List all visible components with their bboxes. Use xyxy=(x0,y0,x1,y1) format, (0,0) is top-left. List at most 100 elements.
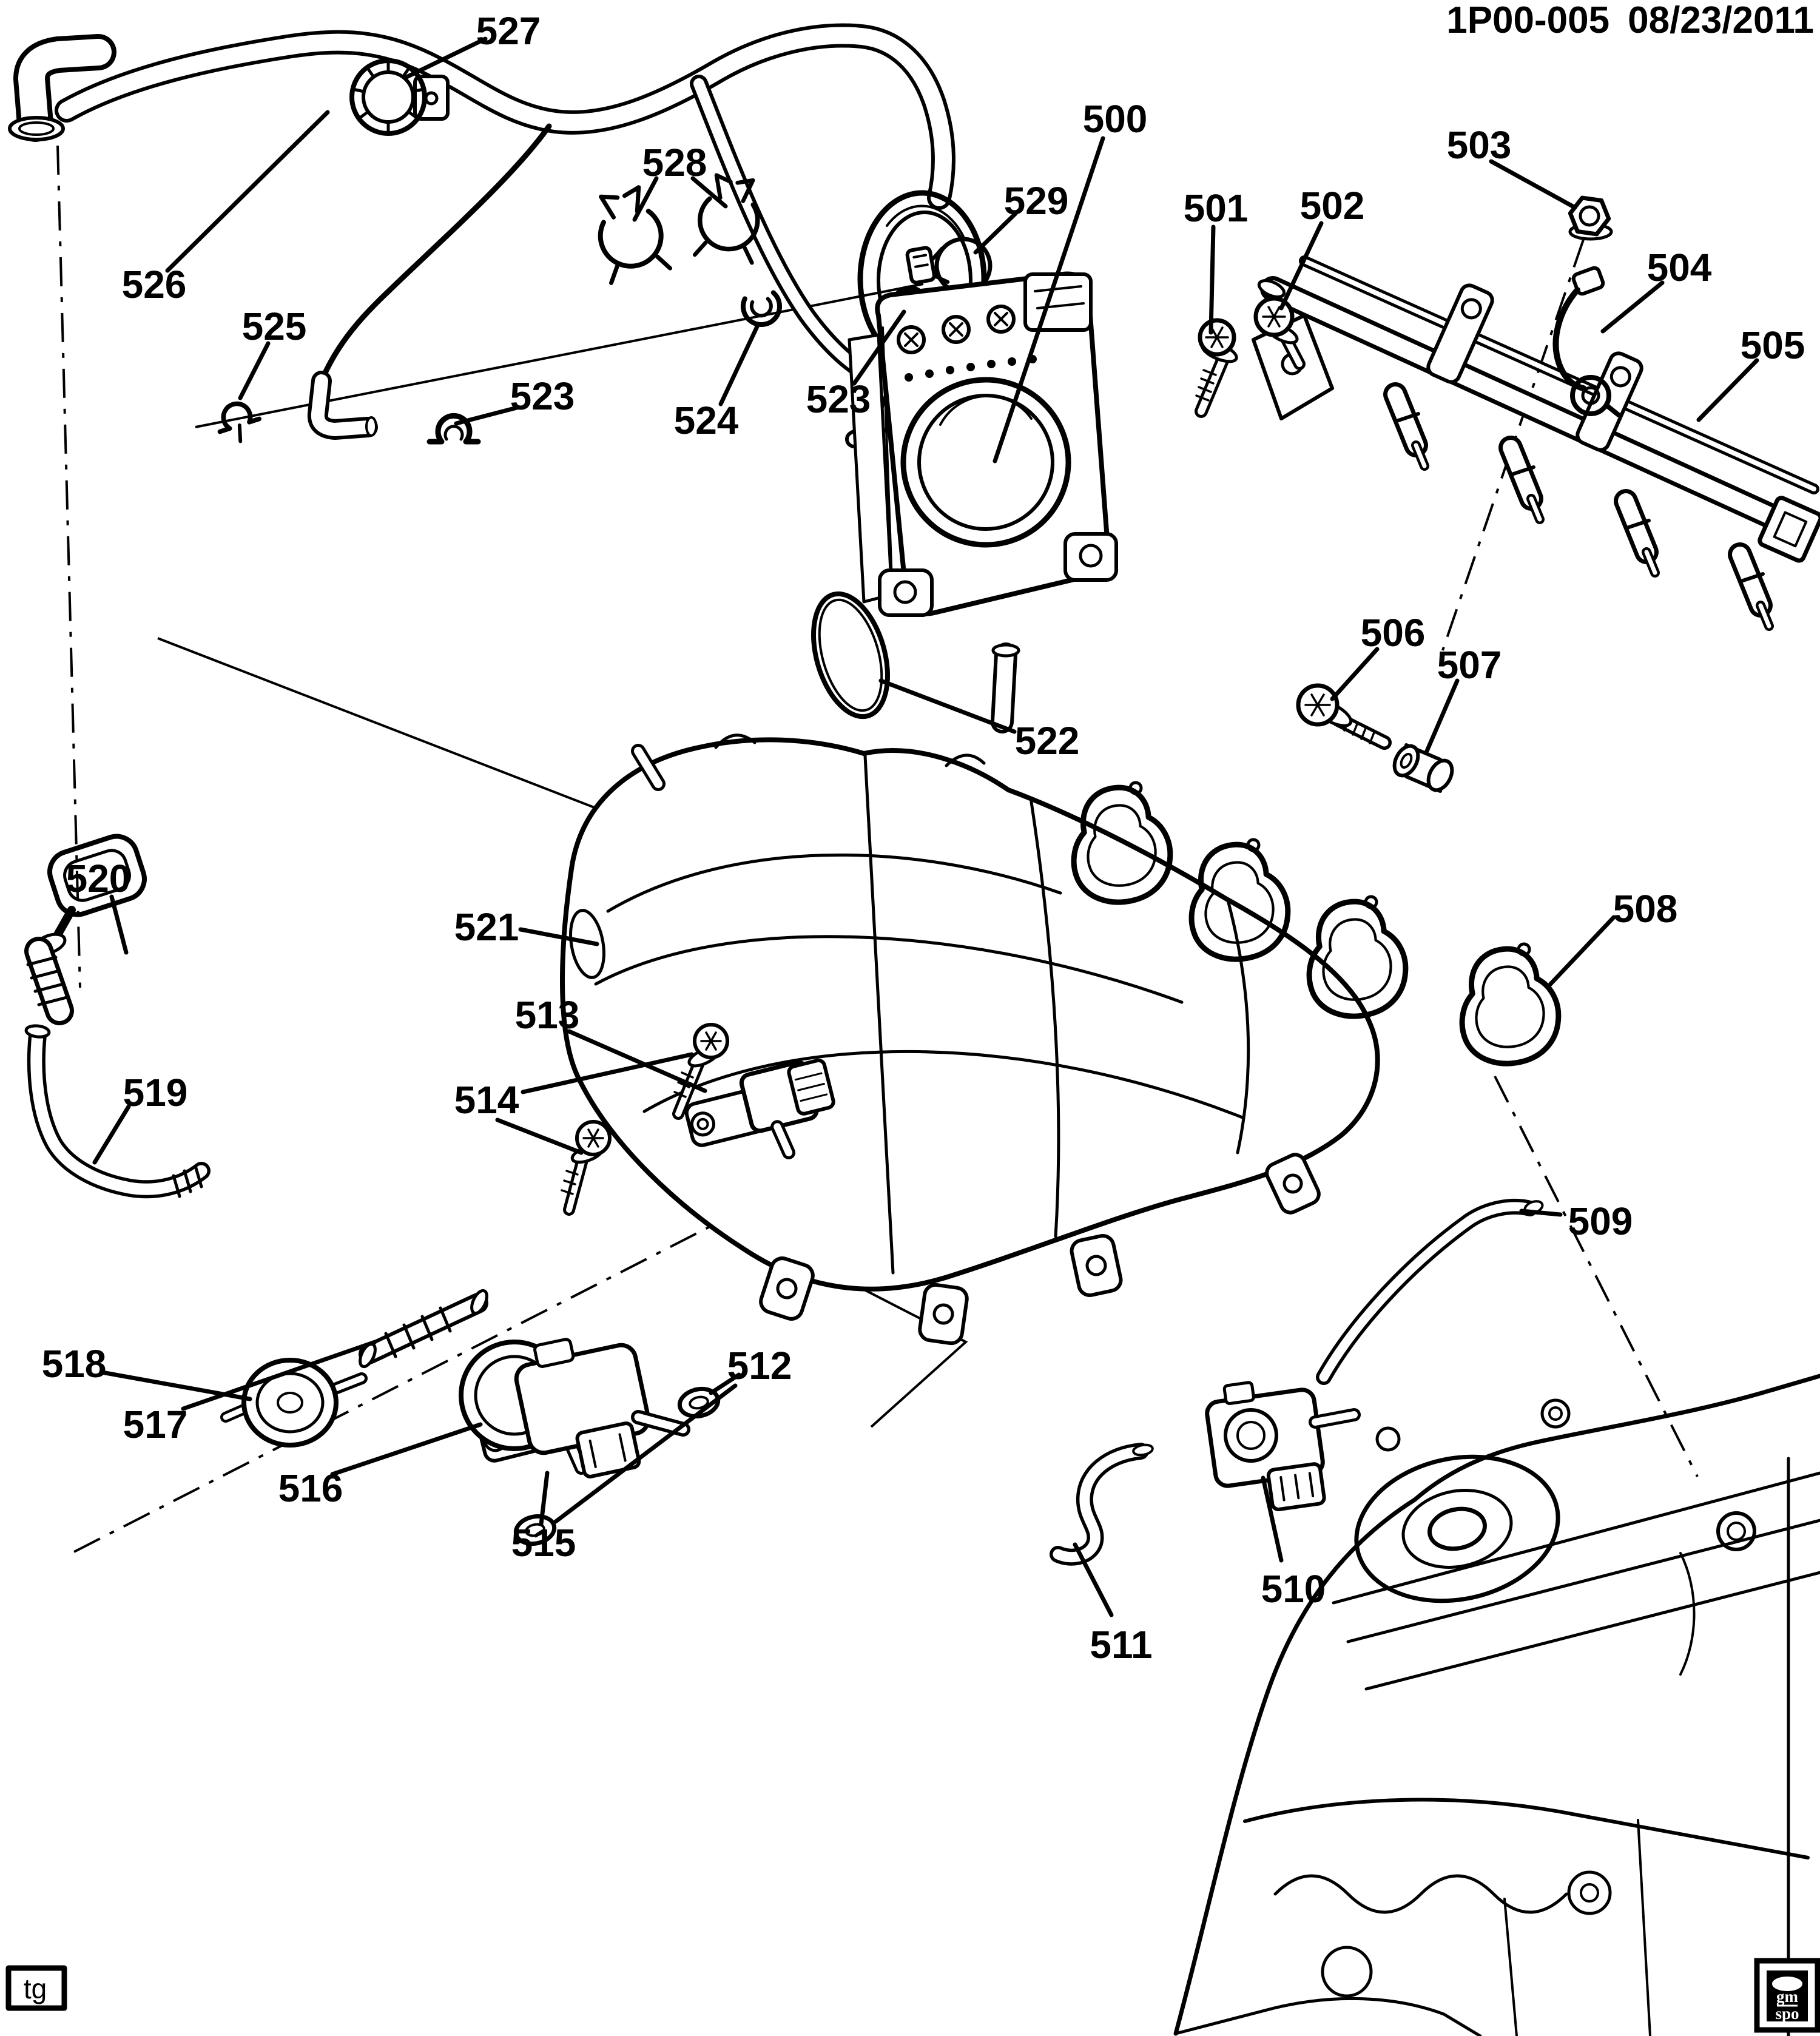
manifold-gaskets-drawing xyxy=(1071,781,1562,1067)
author-initials-box: tg xyxy=(5,1965,67,2011)
fuel-injectors xyxy=(1383,382,1774,631)
leader-line-522 xyxy=(878,678,1017,734)
leader-line-524 xyxy=(718,322,761,406)
part-number-label-521: 521 xyxy=(454,905,519,949)
part-number-label-501: 501 xyxy=(1184,186,1249,230)
pcv-tube-509-drawing xyxy=(1316,1198,1544,1385)
spring-clamp-528a-icon xyxy=(598,185,673,285)
leader-line-500 xyxy=(993,136,1105,463)
part-number-label-511: 511 xyxy=(1090,1623,1152,1667)
part-number-label-505: 505 xyxy=(1741,323,1805,367)
spring-clamp-528b-icon xyxy=(692,173,760,265)
spo-logo-text: spo xyxy=(1775,2004,1799,2023)
author-initials: tg xyxy=(24,1973,47,2004)
part-number-label-507: 507 xyxy=(1437,643,1502,687)
leader-line-517 xyxy=(181,1340,377,1411)
part-number-label-525: 525 xyxy=(242,305,307,348)
clamp-529-icon xyxy=(905,237,993,295)
part-number-label-516: 516 xyxy=(278,1466,343,1510)
drawing-number-header: 1P00-005 08/23/2011 xyxy=(1446,0,1814,41)
leader-line-527 xyxy=(403,36,488,80)
engine-block-drawing xyxy=(1173,1374,1820,2036)
spacer-507-icon xyxy=(1392,743,1454,793)
part-number-label-509: 509 xyxy=(1568,1199,1633,1243)
evap-hose-assembly-drawing xyxy=(8,23,987,448)
part-number-label-514: 514 xyxy=(454,1078,519,1122)
bushing-524-icon xyxy=(741,290,782,327)
part-number-label-523: 523 xyxy=(510,374,575,418)
part-number-label-500: 500 xyxy=(1083,97,1148,141)
leader-lines xyxy=(92,36,1759,1617)
part-number-label-522: 522 xyxy=(1015,719,1080,763)
part-number-label-503: 503 xyxy=(1447,123,1512,167)
part-number-label-513: 513 xyxy=(515,993,580,1037)
leader-line-506 xyxy=(1330,647,1380,701)
check-valve-518-icon xyxy=(220,1358,368,1448)
fuel-rail-drawing xyxy=(1252,255,1820,631)
part-number-label-528: 528 xyxy=(642,141,707,184)
leader-line-518 xyxy=(99,1370,252,1401)
leader-line-502 xyxy=(1279,221,1324,311)
hose-clamp-527-icon xyxy=(349,58,450,136)
part-number-label-524: 524 xyxy=(674,399,739,442)
leader-line-510 xyxy=(1261,1475,1284,1563)
purge-solenoid-516-icon xyxy=(459,1338,690,1478)
part-number-label-508: 508 xyxy=(1613,887,1678,931)
clip-525-icon xyxy=(217,401,261,443)
part-number-label-529: 529 xyxy=(1004,179,1069,223)
nut-503-icon xyxy=(1568,195,1613,241)
evap-hose-519-drawing xyxy=(24,1024,211,1199)
leader-line-505 xyxy=(1696,358,1759,422)
part-number-label-512: 512 xyxy=(727,1344,792,1387)
leader-line-520 xyxy=(109,894,129,955)
hose-511-drawing xyxy=(1050,1443,1154,1566)
screw-514b-icon xyxy=(561,1120,612,1216)
leader-line-523 xyxy=(852,309,906,386)
intake-manifold-drawing xyxy=(560,642,1380,1346)
wire-bracket-504-icon xyxy=(1552,266,1621,417)
bolt-506-icon xyxy=(1296,683,1392,750)
leader-line-516 xyxy=(330,1422,483,1477)
leader-line-525 xyxy=(238,341,271,400)
leader-line-512 xyxy=(553,1383,738,1524)
leader-line-529 xyxy=(973,211,1018,255)
part-number-label-527: 527 xyxy=(476,9,541,53)
leader-line-508 xyxy=(1546,915,1616,989)
part-number-label-519: 519 xyxy=(123,1071,188,1114)
throttle-body-drawing xyxy=(848,271,1118,617)
leader-line-519 xyxy=(92,1104,131,1165)
throttle-o-ring-icon xyxy=(811,591,890,720)
coupler-517-icon xyxy=(359,1289,488,1369)
leader-line-528 xyxy=(690,176,728,209)
part-number-label-502: 502 xyxy=(1300,184,1365,228)
gm-logo-text: gm xyxy=(1776,1987,1799,2006)
part-number-label-510: 510 xyxy=(1261,1567,1326,1611)
leader-line-514 xyxy=(521,1052,694,1094)
part-number-label-506: 506 xyxy=(1361,611,1426,655)
leader-line-511 xyxy=(1073,1542,1114,1617)
leader-line-507 xyxy=(1424,678,1460,753)
leader-line-501 xyxy=(1208,224,1216,335)
part-number-label-518: 518 xyxy=(42,1342,107,1386)
screw-514a-icon xyxy=(672,1023,729,1120)
part-number-label-515: 515 xyxy=(511,1521,576,1565)
part-number-label-504: 504 xyxy=(1647,246,1712,289)
map-sensor-513-icon xyxy=(684,1058,835,1159)
leader-line-528 xyxy=(632,176,659,222)
leader-line-521 xyxy=(518,927,599,946)
purge-valve-510-icon xyxy=(1205,1381,1361,1511)
drawing-number: 1P00-005 xyxy=(1446,0,1609,41)
leader-line-526 xyxy=(165,110,330,273)
gm-spo-logo: gm spo xyxy=(1754,1958,1820,2033)
leader-line-503 xyxy=(1489,159,1577,210)
evap-pipe-520-drawing xyxy=(24,834,147,1025)
revision-date: 08/23/2011 xyxy=(1628,0,1814,41)
leader-line-512 xyxy=(709,1372,741,1395)
leader-line-513 xyxy=(567,1029,707,1093)
bolt-501-icon xyxy=(1195,318,1238,418)
leader-line-523 xyxy=(454,405,519,426)
leader-line-504 xyxy=(1600,280,1665,334)
leader-line-509 xyxy=(1519,1208,1563,1217)
